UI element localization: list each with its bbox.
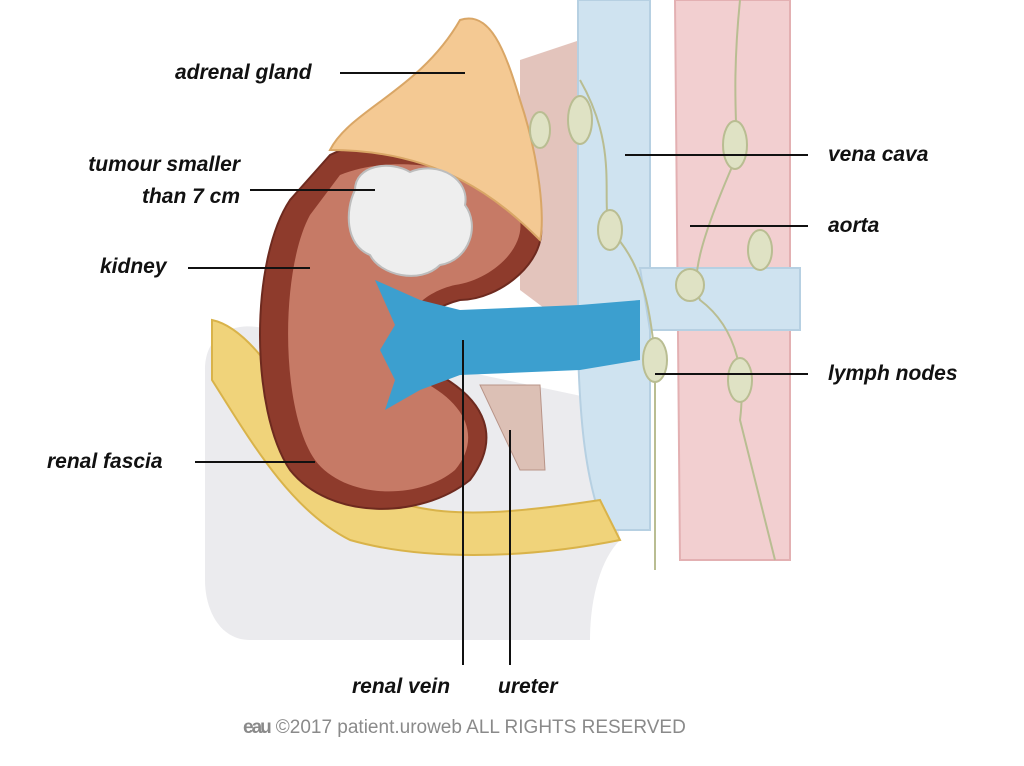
ureter xyxy=(479,384,546,471)
copyright-footer: eau©2017 patient.uroweb ALL RIGHTS RESER… xyxy=(243,717,686,739)
vena-cava xyxy=(577,0,651,531)
label-vena-cava: vena cava xyxy=(828,143,929,166)
label-tumour-line2: than 7 cm xyxy=(141,185,240,208)
label-kidney: kidney xyxy=(100,255,167,278)
copyright-text: ©2017 patient.uroweb ALL RIGHTS RESERVED xyxy=(275,717,686,738)
label-renal-vein: renal vein xyxy=(352,675,451,698)
adrenal-gland xyxy=(328,17,543,242)
label-tumour-line1: tumour smaller xyxy=(88,153,240,176)
label-ureter: ureter xyxy=(498,675,558,698)
eau-logo: eau xyxy=(243,717,272,738)
renal-vein xyxy=(375,280,640,410)
label-adrenal-gland: adrenal gland xyxy=(175,61,312,84)
label-aorta: aorta xyxy=(828,214,880,237)
leader-lines xyxy=(188,72,808,665)
label-renal-fascia: renal fascia xyxy=(47,450,163,473)
tumour xyxy=(347,164,473,277)
label-lymph-nodes: lymph nodes xyxy=(828,362,958,385)
lymph-nodes xyxy=(529,0,776,570)
